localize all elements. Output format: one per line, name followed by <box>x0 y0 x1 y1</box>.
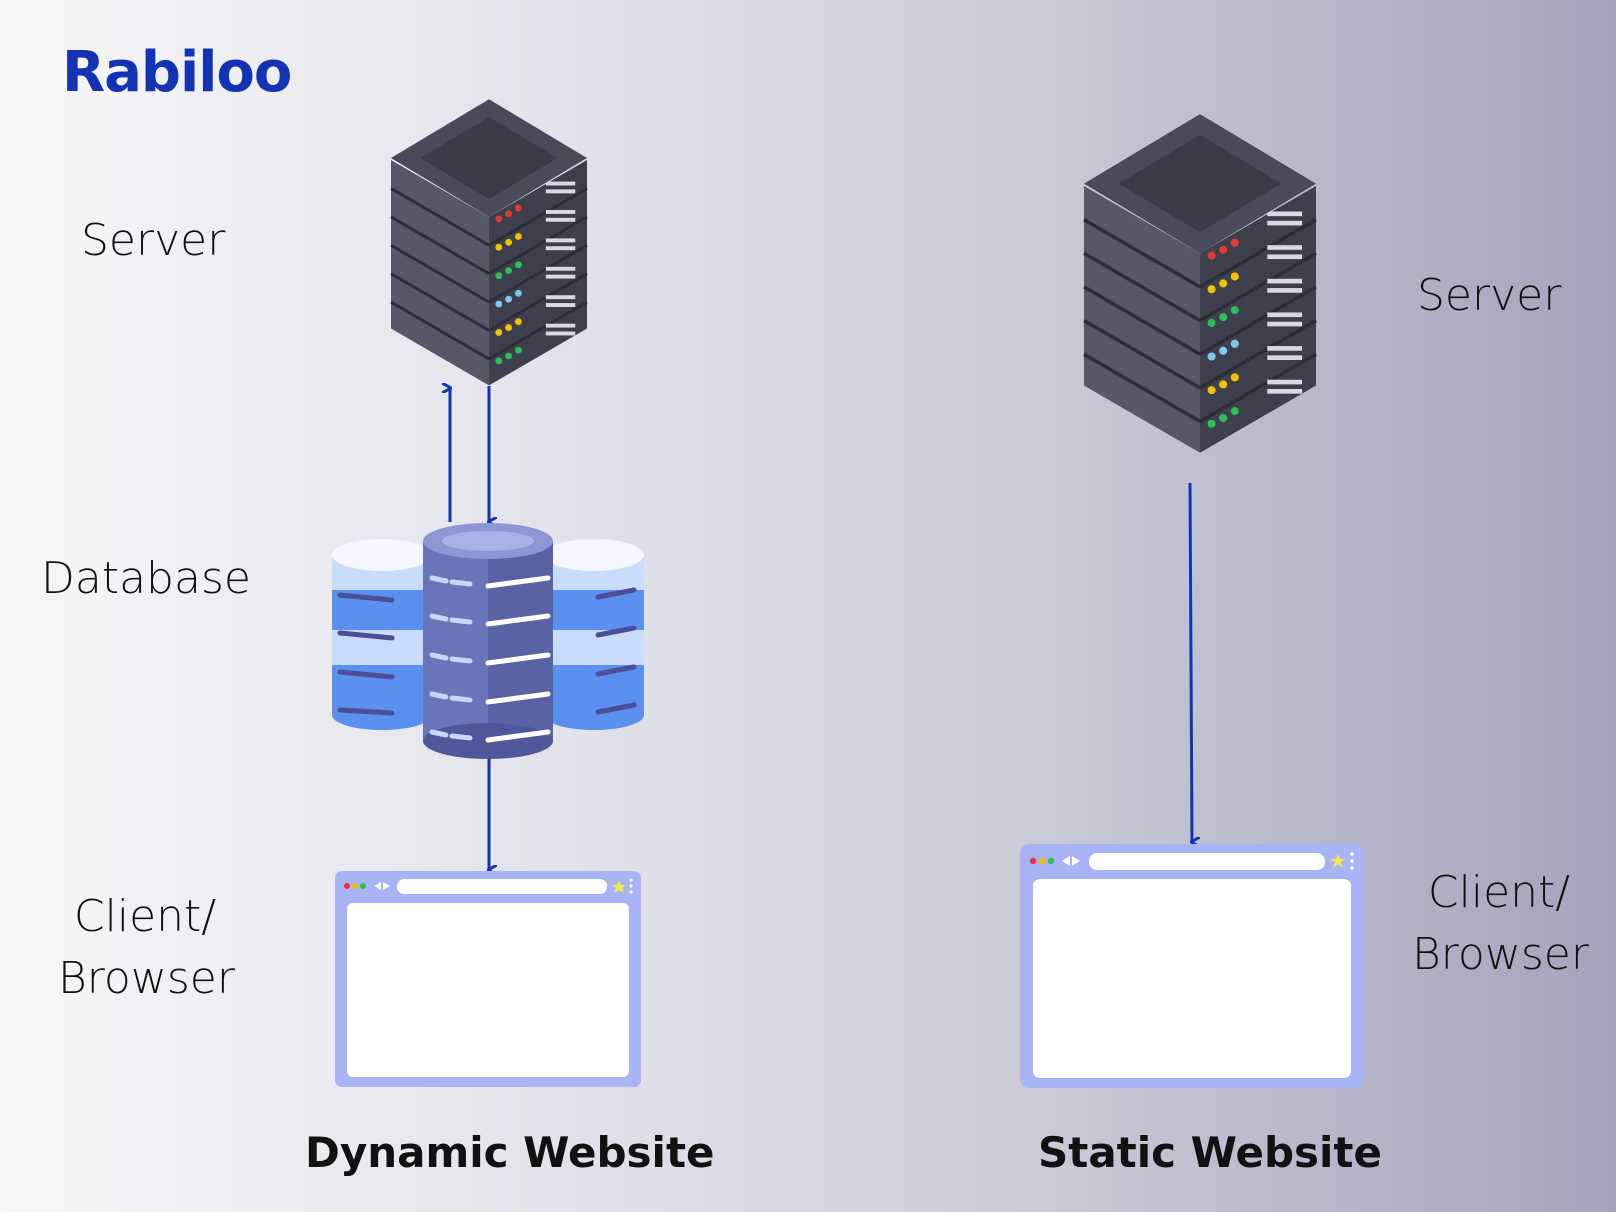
static-client-label: Client/ Browser <box>1412 862 1589 986</box>
dynamic-server-icon <box>390 99 588 386</box>
dynamic-client-label: Client/ Browser <box>58 886 235 1010</box>
brand-name: Rabiloo <box>62 40 292 105</box>
dynamic-client-label-line2: Browser <box>58 953 235 1004</box>
static-client-label-line1: Client/ <box>1427 867 1571 918</box>
static-caption: Static Website <box>1038 1128 1382 1177</box>
dynamic-client-label-line1: Client/ <box>73 891 217 942</box>
dynamic-database-label: Database <box>41 553 251 604</box>
static-client-label-line2: Browser <box>1412 929 1589 980</box>
database-icon <box>332 523 644 759</box>
dynamic-server-label: Server <box>81 215 226 266</box>
static-browser-icon <box>1020 844 1364 1088</box>
static-server-icon <box>1083 114 1317 453</box>
static-server-label: Server <box>1417 270 1562 321</box>
brand-logo: Rabiloo <box>62 40 292 105</box>
dynamic-caption: Dynamic Website <box>305 1128 715 1177</box>
dynamic-browser-icon <box>335 871 641 1087</box>
arrow-server-to-client <box>1188 482 1192 842</box>
